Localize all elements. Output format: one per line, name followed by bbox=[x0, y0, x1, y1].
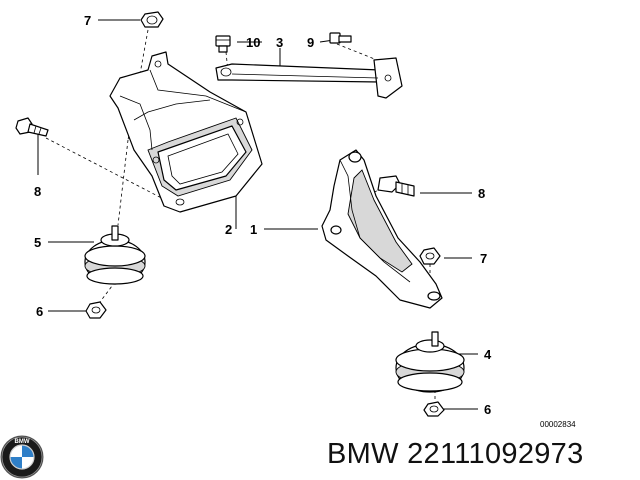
callout-3: 3 bbox=[276, 35, 283, 50]
callout-6-right: 6 bbox=[484, 402, 491, 417]
callout-labels: 7 10 3 9 8 8 2 1 5 7 6 4 6 00002834 bbox=[34, 13, 576, 429]
nut-7-top bbox=[140, 11, 164, 28]
bmw-logo-lettering: BMW bbox=[15, 439, 30, 445]
bmw-logo: BMW bbox=[0, 435, 44, 479]
callout-6-left: 6 bbox=[36, 304, 43, 319]
bolt-8-left bbox=[15, 117, 49, 137]
bracket-2 bbox=[109, 51, 263, 213]
bolt-10 bbox=[215, 35, 231, 53]
mount-bracket-1 bbox=[321, 149, 443, 309]
callout-5: 5 bbox=[34, 235, 41, 250]
callout-10: 10 bbox=[246, 35, 260, 50]
nut-6-left bbox=[85, 301, 107, 319]
nut-7-right bbox=[419, 247, 441, 265]
callout-9: 9 bbox=[307, 35, 314, 50]
bolt-8-right bbox=[377, 175, 415, 197]
rubber-mount-5 bbox=[84, 225, 146, 285]
callout-7-top: 7 bbox=[84, 13, 91, 28]
nut-6-right bbox=[423, 401, 445, 417]
reference-number: 00002834 bbox=[540, 420, 576, 429]
callout-8-left: 8 bbox=[34, 184, 41, 199]
callout-4: 4 bbox=[484, 347, 492, 362]
callout-2: 2 bbox=[225, 222, 232, 237]
leader-lines bbox=[37, 19, 478, 410]
part-number-title: BMW 22111092973 bbox=[327, 438, 584, 470]
strut-3 bbox=[215, 57, 403, 99]
callout-7-right: 7 bbox=[480, 251, 487, 266]
bolt-9 bbox=[329, 32, 352, 44]
callout-1: 1 bbox=[250, 222, 257, 237]
callout-8-right: 8 bbox=[478, 186, 485, 201]
rubber-mount-4 bbox=[395, 331, 465, 393]
